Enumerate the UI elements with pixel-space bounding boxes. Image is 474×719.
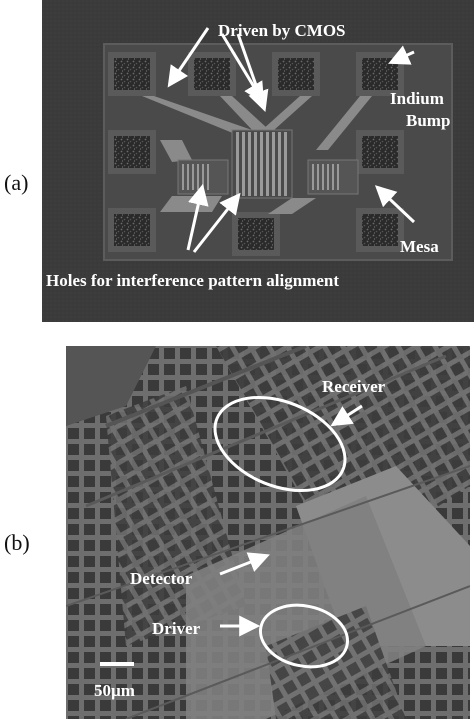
label-mesa: Mesa (400, 237, 439, 256)
micrograph-b: Receiver Detector Driver 50µm (66, 346, 470, 719)
electrode-array (177, 129, 359, 199)
panel-b-label: (b) (4, 530, 30, 555)
label-bump: Bump (406, 111, 450, 130)
scale-bar (100, 662, 134, 666)
annotation-arrows-b (219, 404, 363, 637)
micrograph-a: Driven by CMOS Indium Bump Mesa Holes fo… (42, 0, 474, 322)
label-indium: Indium (390, 89, 444, 108)
chip-regions (66, 346, 470, 719)
label-detector: Detector (130, 569, 193, 588)
label-driven-by-cmos: Driven by CMOS (218, 21, 346, 40)
label-holes: Holes for interference pattern alignment (46, 271, 339, 290)
driver-highlight (259, 603, 349, 669)
label-driver: Driver (152, 619, 201, 638)
annotation-arrows-a (167, 27, 416, 253)
metal-traces (142, 96, 372, 214)
panel-a-label: (a) (4, 170, 29, 195)
bump-pads (108, 52, 404, 256)
label-scale: 50µm (94, 681, 135, 700)
receiver-highlight (213, 395, 347, 493)
label-receiver: Receiver (322, 377, 386, 396)
